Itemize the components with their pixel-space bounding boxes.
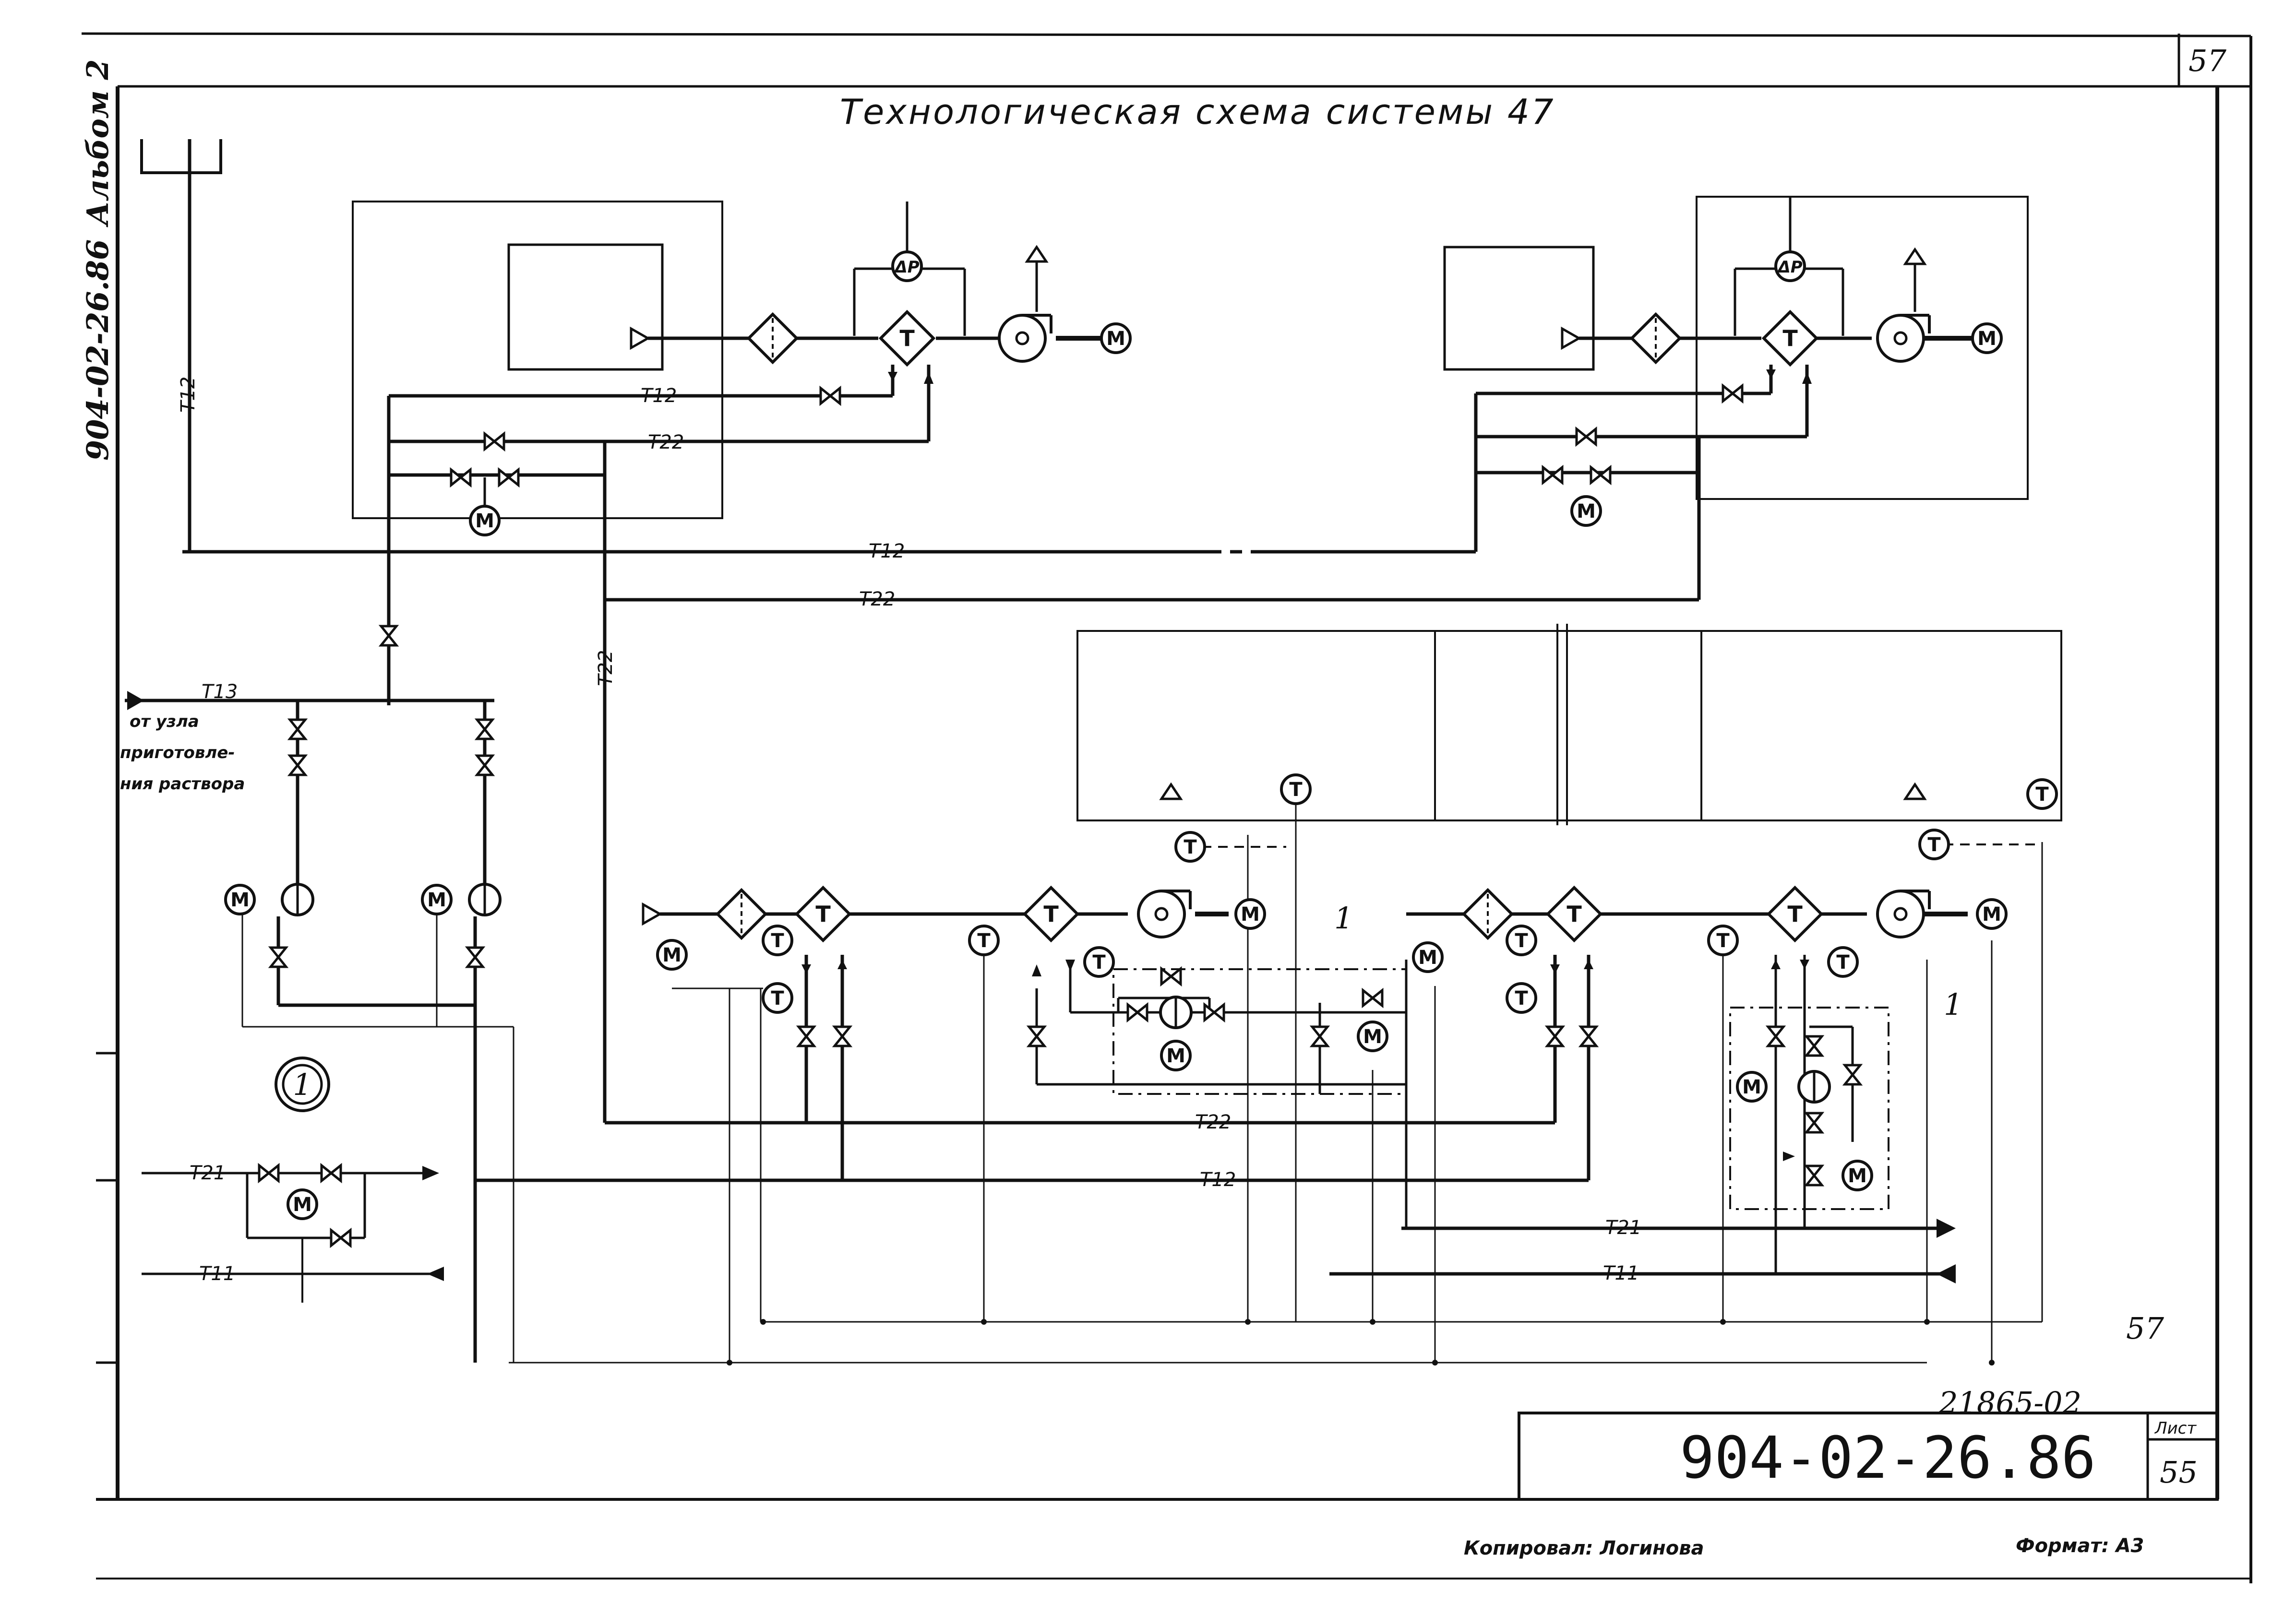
upper-left-symbols: ΔP — [451, 245, 1130, 535]
source-note-line3: ния раствора — [120, 774, 245, 794]
stamp-sheet-label: Лист — [2154, 1419, 2197, 1438]
sheet-frame — [81, 32, 2252, 1583]
pipe-label-t13: T13 — [202, 681, 238, 703]
stamp-code: 904-02-26.86 — [1680, 1425, 2096, 1492]
callout-1-left: 1 — [1334, 901, 1353, 936]
footer-copied-by: Копировал: Логинова — [1464, 1537, 1704, 1559]
callout-1-right: 1 — [1944, 987, 1962, 1022]
building-outline — [1076, 624, 2062, 825]
pipe-label-t12-vertical: T12 — [177, 377, 199, 413]
title-block — [1518, 1412, 2219, 1501]
document-number-handwritten: 21865-02 — [1938, 1385, 2081, 1420]
pipe-label-t22-upper-left: T22 — [648, 431, 684, 453]
pipe-label-t12-main: T12 — [869, 540, 905, 562]
pipe-label-t21-lower: T21 — [1605, 1217, 1641, 1239]
upper-right-unit — [1443, 196, 2029, 600]
pipe-label-t21-detail: T21 — [190, 1162, 226, 1184]
dp-label-left: ΔP — [893, 258, 919, 277]
pipe-label-t12-upper-left: T12 — [641, 385, 677, 407]
pipe-label-t22-lower: T22 — [1195, 1111, 1231, 1133]
source-note-line2: приготовле- — [120, 743, 235, 762]
pipe-label-t12-lower: T12 — [1200, 1169, 1236, 1191]
main-header-lines — [140, 139, 1699, 705]
drawing-title: Технологическая схема системы 47 — [840, 92, 1555, 132]
svg-text:1: 1 — [293, 1067, 311, 1102]
pump-station-symbols — [127, 626, 500, 967]
source-note-line1: от узла — [130, 712, 199, 731]
dp-label-right: ΔP — [1776, 258, 1802, 277]
pipe-label-t22-vertical: T22 — [595, 650, 617, 686]
footer-format: Формат: А3 — [2016, 1535, 2144, 1557]
pump-station — [125, 638, 1927, 1364]
lower-process-symbols — [642, 775, 2057, 1366]
upper-right-symbols: ΔP — [1543, 247, 2001, 525]
pipe-label-t11-detail: T11 — [199, 1263, 235, 1285]
stamp-sheet-value: 55 — [2160, 1455, 2198, 1490]
detail-1-symbols — [259, 1165, 444, 1281]
pipe-label-t11-lower: T11 — [1603, 1262, 1639, 1284]
side-code-label: 904-02-26.86 — [80, 239, 115, 461]
pipe-label-t22-main: T22 — [859, 588, 895, 610]
lower-process-lines — [605, 787, 2043, 1363]
handwritten-page-number: 57 — [2126, 1311, 2164, 1346]
side-album-label: Альбом 2 — [80, 59, 115, 227]
detail-1-bypass — [142, 1172, 442, 1303]
upper-left-unit — [352, 201, 1104, 1123]
detail-marker: 1 — [275, 1057, 330, 1112]
sheet-number-top: 57 — [2188, 43, 2226, 78]
